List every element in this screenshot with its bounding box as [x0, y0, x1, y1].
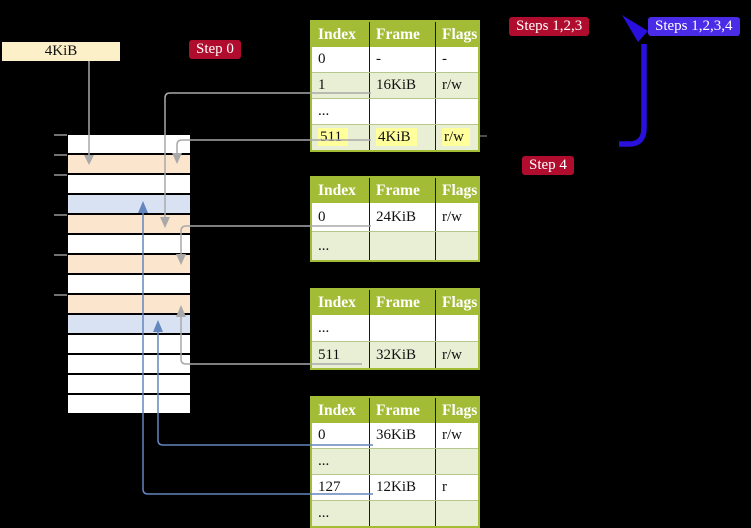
table-cell	[369, 315, 435, 341]
table-cell: 12KiB	[369, 475, 435, 500]
column-header: Frame	[369, 22, 435, 47]
table-cell: -	[435, 47, 478, 72]
table-header-row: Index Frame Flags	[312, 398, 478, 423]
column-header: Index	[318, 294, 356, 311]
table-cell: 511	[318, 347, 340, 363]
recursive-loop-arrow	[619, 15, 648, 147]
table-cell	[369, 449, 435, 474]
table-header-row: Index Frame Flags	[312, 178, 478, 203]
column-header: Flags	[435, 290, 478, 315]
loop-arrow-path	[619, 44, 647, 147]
memory-row	[68, 275, 190, 293]
table-cell	[369, 99, 435, 124]
highlight-mark: 511	[318, 128, 348, 146]
table-row: ...	[312, 448, 478, 474]
table-cell: r/w	[435, 342, 478, 368]
column-header: Flags	[435, 398, 478, 423]
table-cell: 24KiB	[369, 203, 435, 231]
table-cell: r	[435, 475, 478, 500]
column-header: Frame	[369, 178, 435, 203]
table-cell: 16KiB	[369, 73, 435, 98]
table-cell: ...	[318, 103, 330, 119]
table-cell: ...	[318, 320, 330, 336]
column-header: Frame	[369, 290, 435, 315]
memory-row	[68, 215, 190, 233]
memory-row	[68, 395, 190, 413]
page-table-1: Index Frame Flags 0 - - 1 16KiB r/w ... …	[310, 20, 480, 152]
table-row: 1 16KiB r/w	[312, 72, 478, 98]
table-cell	[435, 449, 478, 474]
table-cell: r/w	[435, 73, 478, 98]
column-header: Index	[318, 182, 356, 199]
table-cell: 0	[318, 51, 326, 67]
memory-row	[68, 295, 190, 313]
memory-row	[68, 155, 190, 173]
table-cell: 36KiB	[369, 423, 435, 448]
memory-row	[68, 135, 190, 153]
memory-row	[68, 315, 190, 333]
arrowhead-up-left-icon	[622, 15, 648, 42]
table-cell: 1	[318, 77, 326, 93]
table-cell: ...	[318, 238, 330, 254]
step-0-badge: Step 0	[189, 40, 241, 59]
table-row: ...	[312, 231, 478, 260]
table-row: 0 - -	[312, 47, 478, 72]
table-row: 0 24KiB r/w	[312, 203, 478, 231]
column-header: Flags	[435, 178, 478, 203]
memory-row	[68, 195, 190, 213]
table-cell: 32KiB	[369, 342, 435, 368]
table-row: 0 36KiB r/w	[312, 423, 478, 448]
table-cell: 127	[318, 479, 341, 495]
table-header-row: Index Frame Flags	[312, 290, 478, 315]
column-header: Index	[318, 26, 356, 43]
table-cell: 0	[318, 427, 326, 443]
memory-row	[68, 175, 190, 193]
table-row: ...	[312, 500, 478, 526]
table-row: ...	[312, 98, 478, 124]
table-cell	[369, 232, 435, 260]
table-cell	[435, 501, 478, 526]
memory-row	[68, 375, 190, 393]
table-cell: 511	[312, 125, 369, 150]
column-header: Flags	[435, 22, 478, 47]
table-header-row: Index Frame Flags	[312, 22, 478, 47]
highlight-mark: 4KiB	[376, 128, 417, 146]
memory-row	[68, 355, 190, 373]
page-size-label: 4KiB	[2, 42, 120, 61]
page-table-3: Index Frame Flags ... 511 32KiB r/w	[310, 288, 480, 370]
page-table-4: Index Frame Flags 0 36KiB r/w ... 127 12…	[310, 396, 480, 528]
table-cell	[369, 501, 435, 526]
column-header: Frame	[369, 398, 435, 423]
table-cell	[435, 232, 478, 260]
table-cell	[435, 99, 478, 124]
memory-row	[68, 235, 190, 253]
table-cell	[435, 315, 478, 341]
page-table-2: Index Frame Flags 0 24KiB r/w ...	[310, 176, 480, 262]
table-cell: ...	[318, 505, 330, 521]
table-cell: r/w	[435, 423, 478, 448]
table-row: ...	[312, 315, 478, 341]
table-row: 511 32KiB r/w	[312, 341, 478, 368]
column-header: Index	[318, 402, 356, 419]
memory-row	[68, 335, 190, 353]
table-cell: ...	[318, 453, 330, 469]
steps-123-badge: Steps 1,2,3	[509, 17, 590, 36]
table-cell: r/w	[435, 203, 478, 231]
highlight-mark: r/w	[442, 128, 470, 146]
step-4-badge: Step 4	[522, 156, 574, 175]
physical-memory-strip	[68, 135, 190, 415]
memory-row	[68, 255, 190, 273]
steps-1234-badge: Steps 1,2,3,4	[648, 17, 740, 36]
memory-axis-ticks	[54, 134, 67, 296]
table-cell: 4KiB	[369, 125, 435, 150]
table-row-highlighted: 511 4KiB r/w	[312, 124, 478, 150]
table-cell: 0	[318, 209, 326, 225]
table-cell: -	[369, 47, 435, 72]
table-row: 127 12KiB r	[312, 474, 478, 500]
table-cell: r/w	[435, 125, 478, 150]
